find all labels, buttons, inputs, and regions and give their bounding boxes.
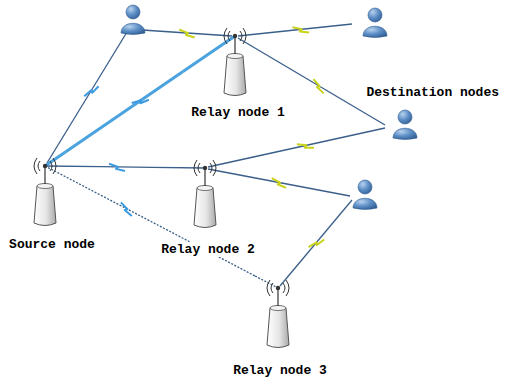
relay-node: Source node <box>3 152 101 251</box>
lightning-symbol <box>118 202 135 216</box>
group-label-box: Destination nodes <box>364 82 501 100</box>
relay-node: Relay node 1 <box>183 22 293 119</box>
user-icon <box>363 8 387 38</box>
tower-symbol <box>34 158 56 226</box>
node-label-row: Relay node 3 <box>225 360 335 378</box>
tower-symbol <box>194 160 216 228</box>
lightning-symbol <box>84 83 98 100</box>
user-icon <box>353 180 377 210</box>
lightning-symbol <box>270 178 287 188</box>
antenna-stub <box>45 152 65 166</box>
lightning-symbol <box>292 26 309 35</box>
link-line <box>208 169 350 196</box>
lightning-symbol <box>109 164 125 171</box>
tower-symbol <box>224 28 246 96</box>
node-label-row: Relay node 1 <box>183 102 293 120</box>
link-line <box>238 24 352 36</box>
node-label-row: Source node <box>3 234 101 252</box>
node-label: Relay node 1 <box>189 105 287 120</box>
antenna-stub <box>152 167 205 169</box>
user-icon <box>393 110 417 140</box>
user-links <box>47 24 385 286</box>
wireless-link <box>101 195 255 276</box>
lightning-symbol <box>132 94 149 109</box>
node-label-row: Relay node 2 <box>152 239 264 257</box>
antenna-stub <box>255 276 278 288</box>
node-label: Relay node 2 <box>159 242 257 257</box>
tower-symbol <box>267 280 289 348</box>
node-label: Relay node 3 <box>231 363 329 378</box>
link-line <box>47 32 127 163</box>
antenna-stub <box>45 165 101 167</box>
lightning-symbol <box>297 141 314 151</box>
user-icon <box>121 5 145 35</box>
relay-node: Relay node 3 <box>225 276 335 377</box>
lightning-symbol <box>179 29 195 37</box>
relay-node: Relay node 2 <box>152 155 264 256</box>
wireless-link <box>101 166 152 168</box>
lightning-symbol <box>310 79 327 93</box>
lightning-symbol <box>309 235 325 252</box>
link-line <box>208 128 385 167</box>
link-line <box>280 200 352 286</box>
group-label: Destination nodes <box>364 85 501 100</box>
node-label: Source node <box>7 237 97 252</box>
wireless-link <box>65 72 183 152</box>
